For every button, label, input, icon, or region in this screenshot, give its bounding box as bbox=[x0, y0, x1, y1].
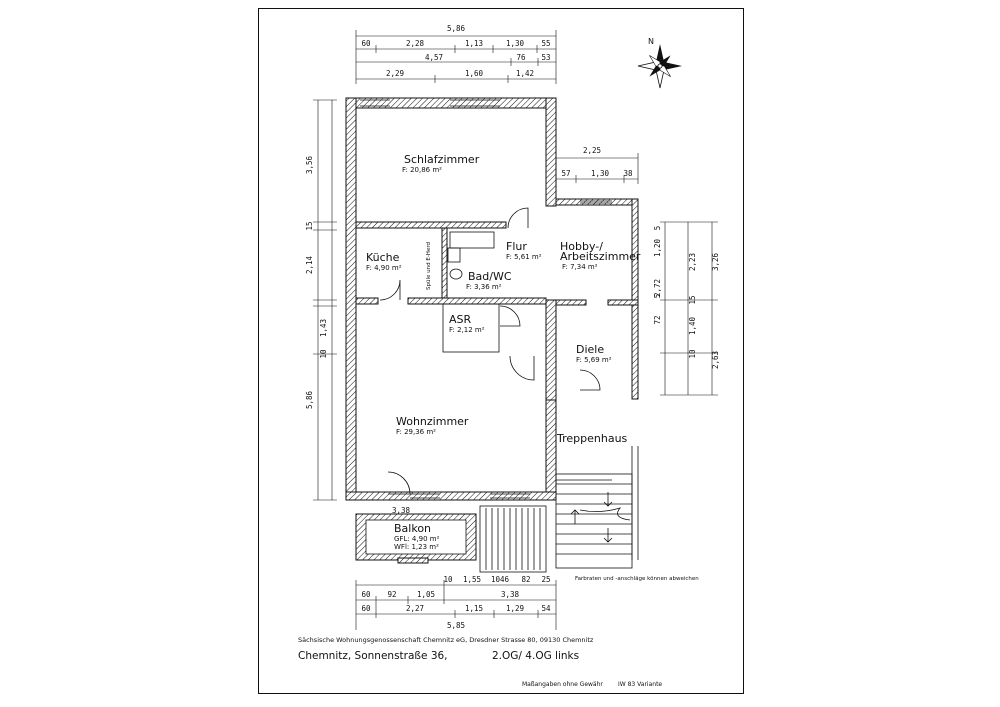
dim-b-r4-4: 1,29 bbox=[506, 604, 524, 613]
variant-label: IW 83 Variante bbox=[618, 681, 662, 688]
walls bbox=[345, 97, 639, 501]
room-flur-area: F: 5,61 m² bbox=[506, 253, 542, 261]
dim-b-r3-1: 60 bbox=[361, 590, 371, 599]
dim-bottom-overall: 5,85 bbox=[447, 621, 465, 630]
dim-b-r2-3: 1046 bbox=[491, 575, 510, 584]
dim-left-5: 1,43 bbox=[319, 319, 328, 337]
dim-annex-1: 57 bbox=[561, 169, 570, 178]
dim-left-6: 5,86 bbox=[305, 390, 314, 409]
room-hobby-area: F: 7,34 m² bbox=[562, 263, 598, 271]
dim-b-r3-3: 1,05 bbox=[417, 590, 435, 599]
dim-b-r2-5: 25 bbox=[541, 575, 550, 584]
dim-side-3: 2,23 bbox=[688, 253, 697, 271]
north-label: N bbox=[648, 37, 654, 46]
dim-side-10: 2,63 bbox=[711, 351, 720, 369]
room-schlafzimmer-area: F: 20,86 m² bbox=[402, 166, 442, 174]
room-asr-area: F: 2,12 m² bbox=[449, 326, 485, 334]
dim-top-r2-1: 4,57 bbox=[425, 53, 443, 62]
room-kueche-area: F: 4,90 m² bbox=[366, 264, 402, 272]
dim-top-r1-1: 60 bbox=[361, 39, 371, 48]
room-flur-name: Flur bbox=[506, 240, 527, 253]
dim-b-r4-1: 60 bbox=[361, 604, 371, 613]
room-balkon-area: GFL: 4,90 m² bbox=[394, 535, 440, 543]
room-wohnzimmer-area: F: 29,36 m² bbox=[396, 428, 436, 436]
left-dimensions: 3,56 15 2,14 10 1,43 5,86 bbox=[305, 99, 337, 501]
floor-line: 2.OG/ 4.OG links bbox=[492, 650, 579, 662]
top-dimensions: 5,86 60 2,28 1,13 1,30 55 4,57 76 53 2,2… bbox=[355, 24, 557, 84]
dim-b-r4-5: 54 bbox=[541, 604, 551, 613]
dim-left-3: 2,14 bbox=[305, 255, 314, 274]
balcony bbox=[355, 513, 477, 564]
dim-side-2: 1,20 bbox=[653, 238, 662, 257]
north-arrow-icon: N bbox=[637, 37, 682, 89]
dim-top-r1-2: 2,28 bbox=[406, 39, 425, 48]
dim-side-4: 3,26 bbox=[711, 252, 720, 271]
room-diele-name: Diele bbox=[576, 343, 604, 356]
room-wohnzimmer-name: Wohnzimmer bbox=[396, 415, 469, 428]
kitchen-note: Spüle und E-Herd bbox=[426, 242, 432, 290]
dim-bottom-balcony: 3,38 bbox=[392, 506, 411, 515]
dim-side-7: 72 bbox=[653, 315, 662, 324]
dim-top-r2-3: 53 bbox=[541, 53, 550, 62]
dim-top-r2-2: 76 bbox=[516, 53, 526, 62]
dim-top-overall: 5,86 bbox=[447, 24, 466, 33]
drawing-frame bbox=[258, 8, 744, 694]
dim-annex-2: 1,30 bbox=[591, 169, 610, 178]
annex-dimensions: 2,25 57 1,30 38 5 1,20 2,23 3,26 5 15 72… bbox=[555, 146, 720, 396]
room-hobby-name2: Arbeitszimmer bbox=[560, 250, 641, 263]
room-balkon-area2: WFl: 1,23 m² bbox=[394, 543, 439, 551]
room-bad-name: Bad/WC bbox=[468, 270, 512, 283]
dim-side-5: 5 bbox=[653, 294, 662, 299]
disclaimer: Maßangaben ohne Gewähr bbox=[522, 681, 603, 688]
dim-b-r2-4: 82 bbox=[521, 575, 530, 584]
dim-b-r2-1: 10 bbox=[443, 575, 453, 584]
dim-b-r3-4: 3,38 bbox=[501, 590, 520, 599]
dim-top-r3-1: 2,29 bbox=[386, 69, 404, 78]
dim-b-r3-2: 92 bbox=[387, 590, 396, 599]
room-diele-area: F: 5,69 m² bbox=[576, 356, 612, 364]
dim-top-r1-5: 55 bbox=[541, 39, 550, 48]
dim-left-4: 10 bbox=[319, 349, 328, 359]
dim-b-r4-2: 2,27 bbox=[406, 604, 424, 613]
room-hobby-name: Hobby-/ bbox=[560, 240, 603, 253]
room-kueche-name: Küche bbox=[366, 251, 400, 264]
dim-top-r3-2: 1,60 bbox=[465, 69, 484, 78]
room-treppenhaus-name: Treppenhaus bbox=[556, 432, 628, 445]
dim-side-8: 1,40 bbox=[688, 316, 697, 335]
dim-left-2: 15 bbox=[305, 221, 314, 230]
bottom-dimensions: 3,38 10 1,55 1046 82 25 60 92 1,05 3,38 … bbox=[355, 506, 557, 630]
dim-b-r2-2: 1,55 bbox=[463, 575, 481, 584]
dim-top-r1-4: 1,30 bbox=[506, 39, 525, 48]
dim-top-r3-3: 1,42 bbox=[516, 69, 534, 78]
dim-top-r1-3: 1,13 bbox=[465, 39, 483, 48]
room-labels: Schlafzimmer F: 20,86 m² Küche F: 4,90 m… bbox=[366, 153, 699, 582]
stair-note: Farbraten und -anschläge können abweiche… bbox=[575, 576, 699, 582]
staircase bbox=[479, 446, 639, 573]
dim-side-9: 10 bbox=[688, 349, 697, 359]
dim-left-1: 3,56 bbox=[305, 155, 314, 174]
room-balkon-name: Balkon bbox=[394, 522, 431, 535]
footer: Sächsische Wohnungsgenossenschaft Chemni… bbox=[298, 636, 662, 688]
dim-side-6: 15 bbox=[688, 295, 697, 304]
dim-b-r4-3: 1,15 bbox=[465, 604, 483, 613]
company-line: Sächsische Wohnungsgenossenschaft Chemni… bbox=[298, 636, 594, 644]
dim-side-1: 5 bbox=[653, 226, 662, 231]
room-bad-area: F: 3,36 m² bbox=[466, 283, 502, 291]
dim-annex-3: 38 bbox=[623, 169, 633, 178]
dim-side-11: 2,72 bbox=[653, 279, 662, 297]
room-schlafzimmer-name: Schlafzimmer bbox=[404, 153, 480, 166]
address-line: Chemnitz, Sonnenstraße 36, bbox=[298, 650, 448, 662]
room-asr-name: ASR bbox=[449, 313, 472, 326]
dim-annex-top: 2,25 bbox=[583, 146, 601, 155]
